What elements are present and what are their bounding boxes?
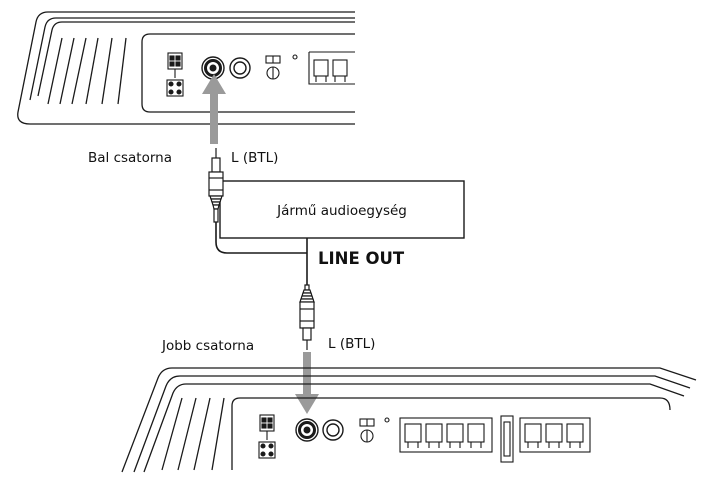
left-channel-label: Bal csatorna <box>88 150 172 166</box>
rca-y-cable <box>215 222 308 285</box>
left-channel-plug-label: L (BTL) <box>231 150 278 166</box>
bottom-amp-speaker-terminals-left <box>399 417 493 453</box>
top-amp-power-terminal <box>166 52 184 97</box>
head-unit-label: Jármű audioegység <box>276 203 407 219</box>
right-channel-label: Jobb csatorna <box>161 338 254 354</box>
line-out-label: LINE OUT <box>318 249 405 268</box>
bottom-amp-rca-left-jack <box>295 418 319 442</box>
top-amp-rca-right-jack <box>229 57 251 79</box>
bottom-amplifier <box>121 367 697 473</box>
bottom-amp-fuse <box>500 415 514 463</box>
arrow-to-bottom-amp <box>295 352 319 414</box>
top-amplifier <box>17 11 355 125</box>
right-channel-plug-label: L (BTL) <box>328 336 375 352</box>
top-amp-rca-left-jack <box>201 56 225 80</box>
bottom-amp-power-terminal <box>258 414 276 459</box>
top-amp-speaker-terminals <box>308 51 355 85</box>
head-unit-box <box>219 180 465 239</box>
right-rca-plug <box>299 284 315 350</box>
arrow-to-top-amp <box>202 74 226 144</box>
bottom-amp-speaker-terminals-right <box>519 417 591 453</box>
bottom-amp-switch <box>359 417 390 443</box>
bottom-amp-rca-right-jack <box>322 419 344 441</box>
left-rca-plug <box>208 148 224 223</box>
top-amp-switch <box>265 54 298 80</box>
head-unit: Jármű audioegység <box>219 180 465 239</box>
